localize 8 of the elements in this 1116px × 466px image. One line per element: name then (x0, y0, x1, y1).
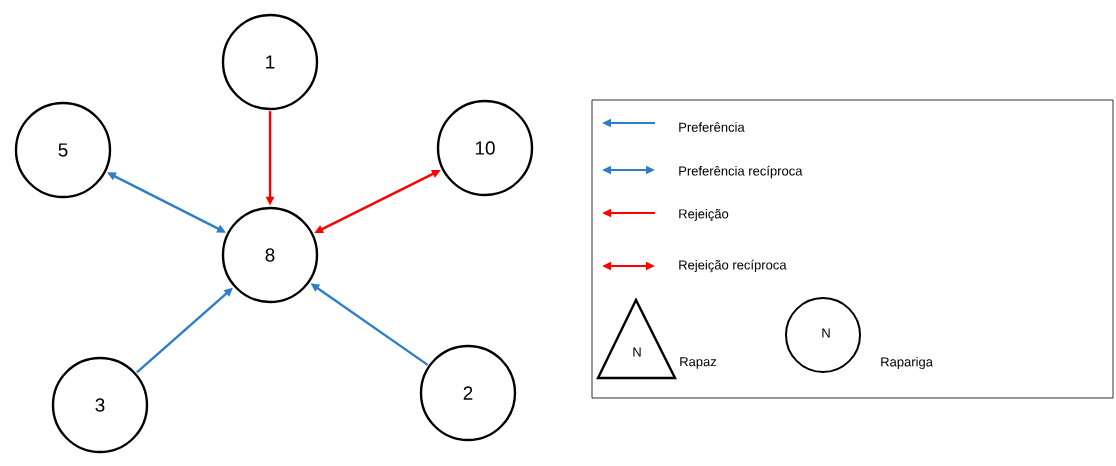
legend-text: Rejeição recíproca (679, 259, 787, 273)
legend-text: Rapariga (881, 356, 933, 370)
symbol-label: N (822, 328, 830, 338)
legend-text: Rejeição (679, 208, 729, 222)
legend-text: Rapaz (680, 357, 717, 369)
legend-text: Preferência recíproca (679, 165, 803, 179)
legend-text: Preferência (679, 122, 745, 132)
symbol-label: N (633, 347, 641, 357)
